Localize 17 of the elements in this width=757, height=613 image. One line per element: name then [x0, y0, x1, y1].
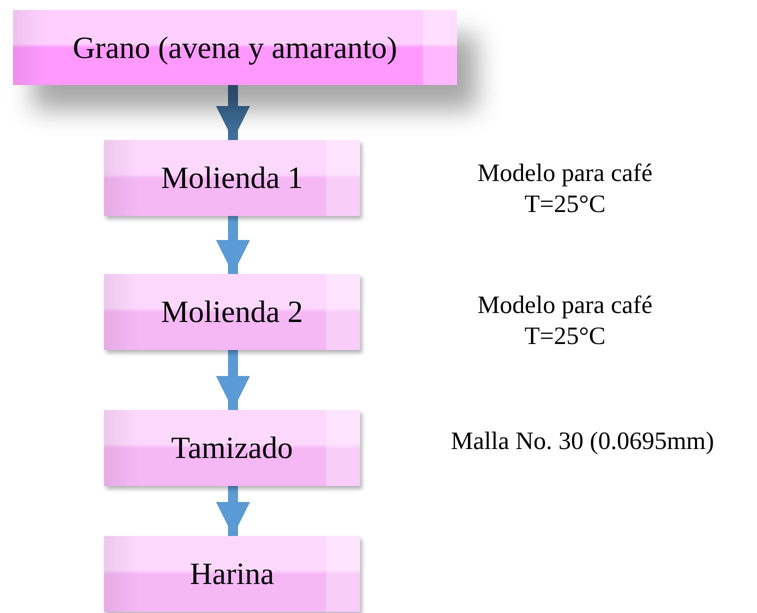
- step-label: Molienda 2: [160, 294, 304, 330]
- process-box: [13, 10, 457, 85]
- arrow: [216, 486, 250, 536]
- step-note: Modelo para café T=25°C: [476, 159, 654, 220]
- arrow: [216, 85, 250, 140]
- process-box: [104, 140, 360, 216]
- step-label: Tamizado: [171, 430, 293, 466]
- step-label: Molienda 1: [160, 160, 304, 196]
- step-label: Harina: [190, 556, 274, 592]
- arrow: [216, 216, 250, 274]
- arrow: [216, 350, 250, 410]
- process-box: [104, 274, 360, 350]
- step-note: Modelo para café T=25°C: [476, 291, 654, 352]
- step-label: Grano (avena y amaranto): [72, 30, 398, 66]
- step-note: Malla No. 30 (0.0695mm): [450, 427, 716, 457]
- process-box: [104, 536, 360, 612]
- process-box: [104, 410, 360, 486]
